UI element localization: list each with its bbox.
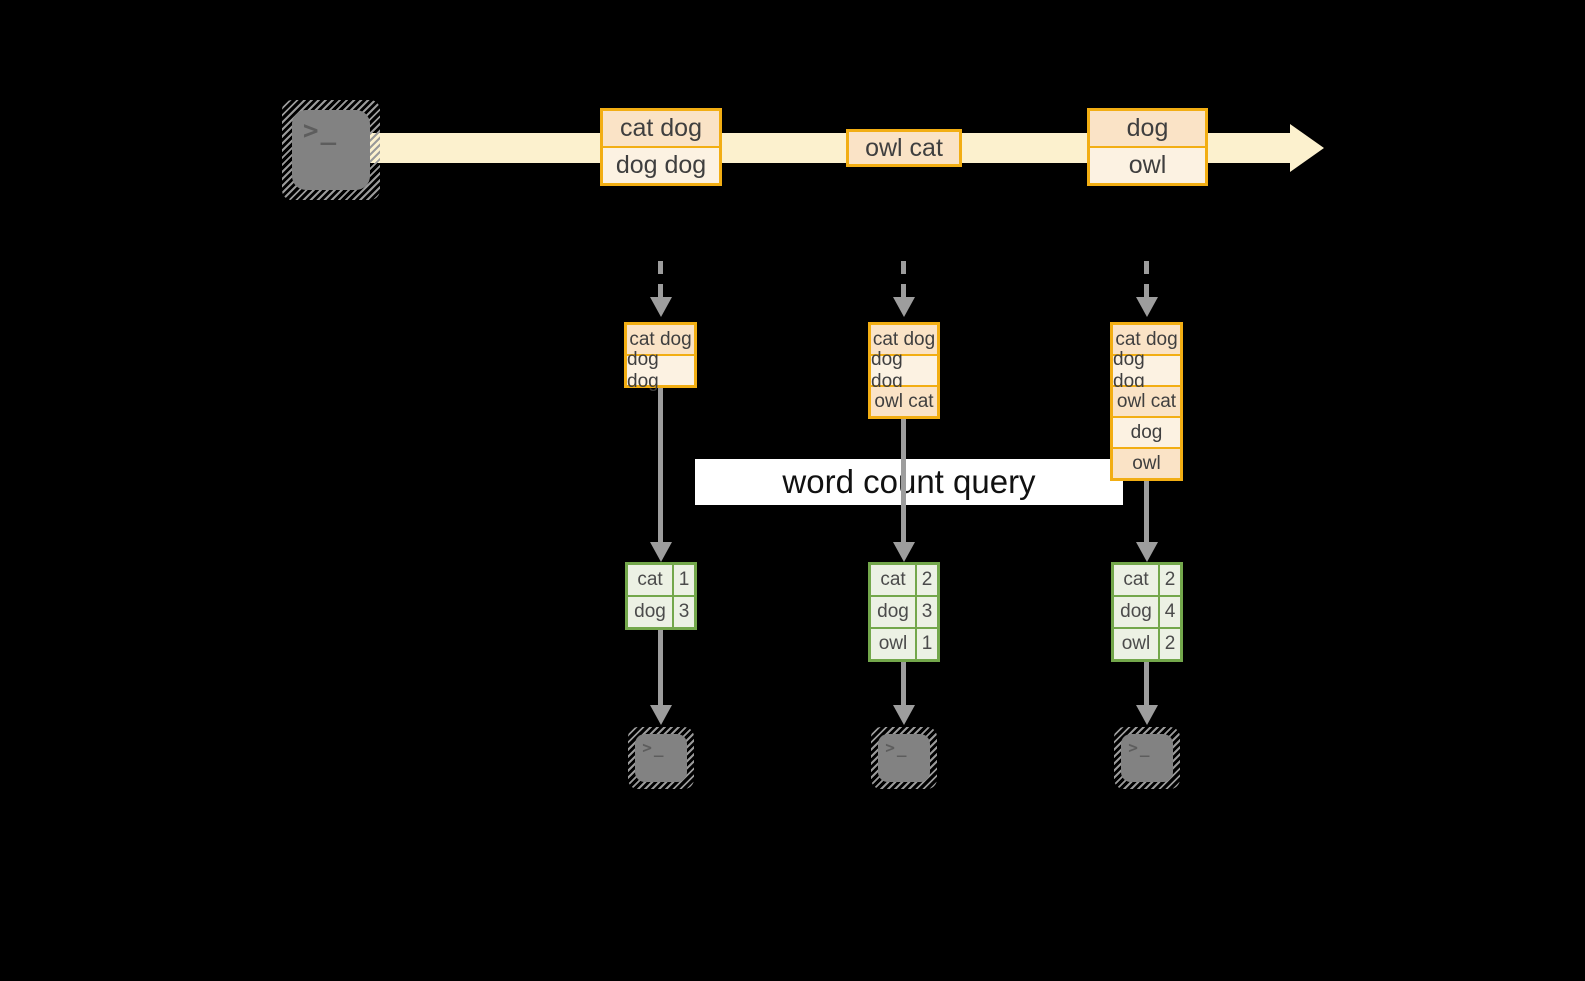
input-batch-stack-3: cat dog dog dog owl cat dog owl xyxy=(1110,322,1183,481)
query-arrow-line-2 xyxy=(901,419,906,542)
source-terminal-icon: >_ xyxy=(282,100,380,200)
count-cell: 1 xyxy=(917,629,937,659)
count-cell: 2 xyxy=(917,565,937,595)
event-box-2: owl cat xyxy=(846,129,962,167)
result-arrow-line-2 xyxy=(901,662,906,705)
word-cell: owl xyxy=(1114,629,1158,659)
terminal-prompt-icon: >_ xyxy=(642,737,666,757)
trigger-arrow-head-1 xyxy=(650,297,672,317)
word-count-table-2: cat 2 dog 3 owl 1 xyxy=(868,562,940,662)
event-line: dog xyxy=(1090,111,1205,146)
word-cell: dog xyxy=(628,597,672,627)
output-terminal-icon-3: >_ xyxy=(1114,727,1180,789)
query-arrow-line-3 xyxy=(1144,481,1149,542)
stream-line: owl xyxy=(1113,449,1180,478)
stream-line: dog dog xyxy=(871,349,937,392)
input-batch-stack-1: cat dog dog dog xyxy=(624,322,697,392)
stream-line: owl cat xyxy=(871,387,937,416)
result-arrow-head-1 xyxy=(650,705,672,725)
word-cell: cat xyxy=(871,565,915,595)
terminal-prompt-icon: >_ xyxy=(1128,737,1152,757)
count-cell: 3 xyxy=(917,597,937,627)
stream-line: cat dog xyxy=(871,325,937,354)
event-box-1: cat dog dog dog xyxy=(600,108,722,186)
stream-line: cat dog xyxy=(627,325,694,354)
result-arrow-line-3 xyxy=(1144,662,1149,705)
count-cell: 4 xyxy=(1160,597,1180,627)
stream-line: dog dog xyxy=(627,349,694,392)
event-line: owl cat xyxy=(849,132,959,164)
terminal-prompt-icon: >_ xyxy=(885,737,909,757)
terminal-screen: >_ xyxy=(1121,734,1173,782)
word-cell: dog xyxy=(1114,597,1158,627)
event-line: owl xyxy=(1090,148,1205,183)
trigger-arrow-head-2 xyxy=(893,297,915,317)
output-terminal-icon-1: >_ xyxy=(628,727,694,789)
result-arrow-head-2 xyxy=(893,705,915,725)
count-cell: 2 xyxy=(1160,629,1180,659)
result-arrow-head-3 xyxy=(1136,705,1158,725)
trigger-arrow-dash-3 xyxy=(1144,261,1149,299)
trigger-arrow-head-3 xyxy=(1136,297,1158,317)
query-arrow-head-1 xyxy=(650,542,672,562)
output-terminal-icon-2: >_ xyxy=(871,727,937,789)
query-arrow-head-3 xyxy=(1136,542,1158,562)
query-arrow-line-1 xyxy=(658,388,663,542)
word-cell: owl xyxy=(871,629,915,659)
stream-arrow-head xyxy=(1290,124,1324,172)
word-count-table-3: cat 2 dog 4 owl 2 xyxy=(1111,562,1183,662)
count-cell: 3 xyxy=(674,597,694,627)
terminal-screen: >_ xyxy=(878,734,930,782)
event-box-3: dog owl xyxy=(1087,108,1208,186)
terminal-screen: >_ xyxy=(635,734,687,782)
query-arrow-head-2 xyxy=(893,542,915,562)
trigger-arrow-dash-2 xyxy=(901,261,906,299)
word-count-table-1: cat 1 dog 3 xyxy=(625,562,697,630)
event-line: dog dog xyxy=(603,148,719,183)
stream-line: cat dog xyxy=(1113,325,1180,354)
terminal-screen: >_ xyxy=(292,110,370,190)
word-cell: dog xyxy=(871,597,915,627)
count-cell: 2 xyxy=(1160,565,1180,595)
event-line: cat dog xyxy=(603,111,719,146)
input-batch-stack-2: cat dog dog dog owl cat xyxy=(868,322,940,419)
count-cell: 1 xyxy=(674,565,694,595)
stream-line: owl cat xyxy=(1113,387,1180,416)
result-arrow-line-1 xyxy=(658,630,663,705)
word-count-query-label: word count query xyxy=(695,459,1123,505)
word-cell: cat xyxy=(1114,565,1158,595)
stream-line: dog xyxy=(1113,418,1180,447)
word-cell: cat xyxy=(628,565,672,595)
trigger-arrow-dash-1 xyxy=(658,261,663,299)
terminal-prompt-icon: >_ xyxy=(302,116,339,147)
stream-line: dog dog xyxy=(1113,349,1180,392)
